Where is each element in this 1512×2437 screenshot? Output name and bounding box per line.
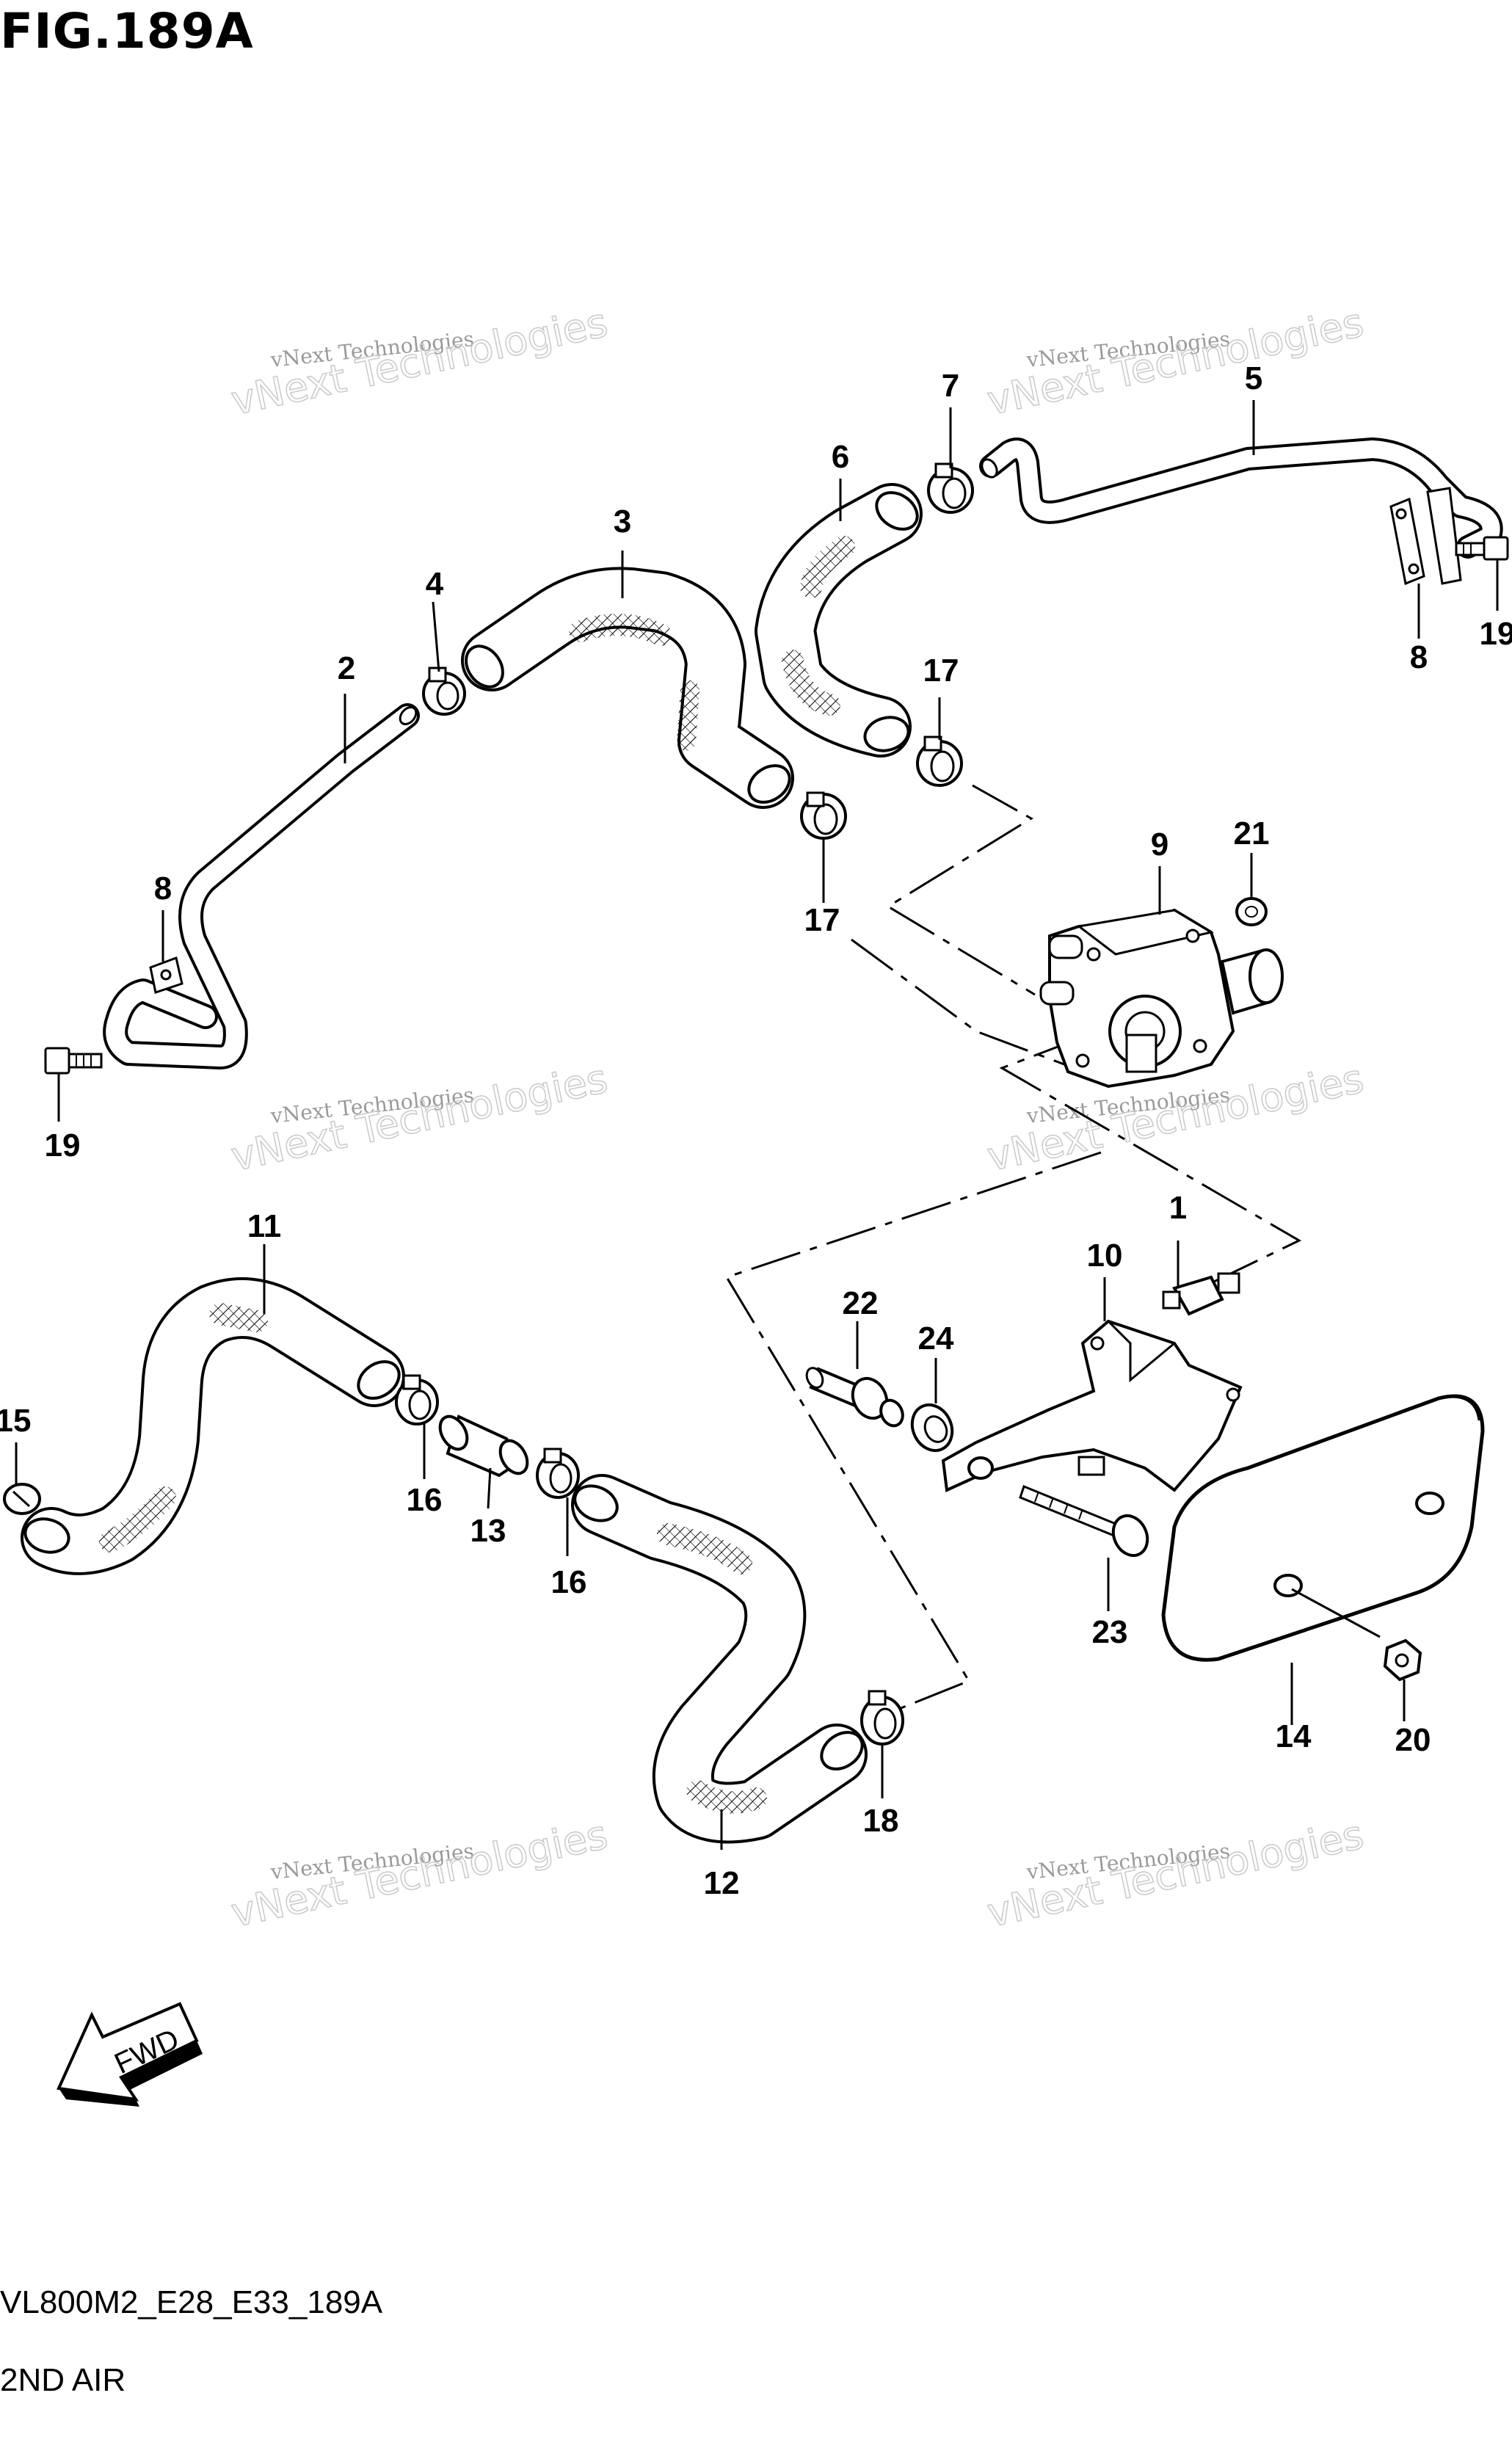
clamp-17-right [916,736,963,787]
callout-5: 5 [1245,360,1262,396]
watermark-bottom-left: vNext Technologies vNext Technologies [227,1811,612,1937]
clamp-17-left [800,791,847,840]
callout-18: 18 [863,1803,899,1839]
bracket-10 [941,1319,1243,1492]
watermark-mid-left: vNext Technologies vNext Technologies [227,1055,612,1181]
clamp-16-right [536,1448,580,1499]
washer-21 [1235,897,1268,926]
callout-17-left: 17 [804,902,840,938]
callout-19-left: 19 [45,1127,81,1163]
watermark-bottom-right: vNext Technologies vNext Technologies [983,1811,1368,1937]
callout-10: 10 [1087,1238,1123,1274]
callout-23: 23 [1092,1614,1128,1650]
callout-19-right: 19 [1480,616,1512,652]
model-code: VL800M2_E28_E33_189A [0,2284,383,2320]
hose-3 [461,567,794,809]
callout-13: 13 [470,1513,506,1549]
watermark-top-left: vNext Technologies vNext Technologies [227,299,612,425]
clamp-7 [927,462,974,514]
hose-12 [571,1474,868,1844]
pipe-5 [979,437,1503,559]
fwd-arrow: FWD [57,2002,203,2107]
callout-12: 12 [704,1865,740,1901]
clamp-16-left [395,1374,439,1425]
section-name: 2ND AIR [0,2362,126,2398]
figure-title: FIG.189A [0,3,254,59]
sensor-1 [1162,1272,1240,1316]
callout-6: 6 [832,439,849,475]
bolt-19-left [44,1047,103,1075]
callout-24: 24 [918,1321,954,1356]
callout-16-right: 16 [551,1564,587,1600]
watermark-top-right: vNext Technologies vNext Technologies [983,299,1368,425]
clamp-18 [860,1690,904,1746]
nut-20 [1383,1638,1422,1682]
callout-15: 15 [0,1403,31,1439]
clip-15 [3,1483,41,1515]
callout-1: 1 [1169,1190,1187,1226]
bolt-19-right [1455,536,1509,561]
callout-21: 21 [1234,816,1270,851]
clamp-4 [422,667,466,716]
hose-6 [755,483,923,758]
joint-13 [438,1414,529,1478]
callout-7: 7 [942,368,959,404]
callout-11: 11 [247,1208,282,1244]
bracket-8-left [149,956,183,994]
valve-9 [1039,908,1284,1089]
pipe-2 [103,703,420,1069]
callout-22: 22 [843,1285,879,1321]
callout-20: 20 [1395,1722,1431,1758]
callout-14: 14 [1276,1718,1312,1754]
callout-3: 3 [614,504,631,540]
bracket-8-right [1389,487,1462,586]
callout-17-right: 17 [923,653,959,689]
leader-lines [15,400,1499,1850]
bolt-23 [1019,1485,1149,1558]
grommet-24 [910,1403,954,1453]
callout-16-left: 16 [407,1482,443,1518]
callout-9: 9 [1151,827,1168,862]
hose-11 [21,1277,405,1575]
bolt-22 [805,1367,904,1428]
callout-4: 4 [426,566,444,602]
callout-2: 2 [338,650,355,686]
callout-8-left: 8 [154,871,172,907]
callout-8-right: 8 [1410,639,1428,675]
callout-labels: 1 2 3 4 5 6 7 8 8 9 10 11 12 13 14 15 16… [0,360,1512,1901]
